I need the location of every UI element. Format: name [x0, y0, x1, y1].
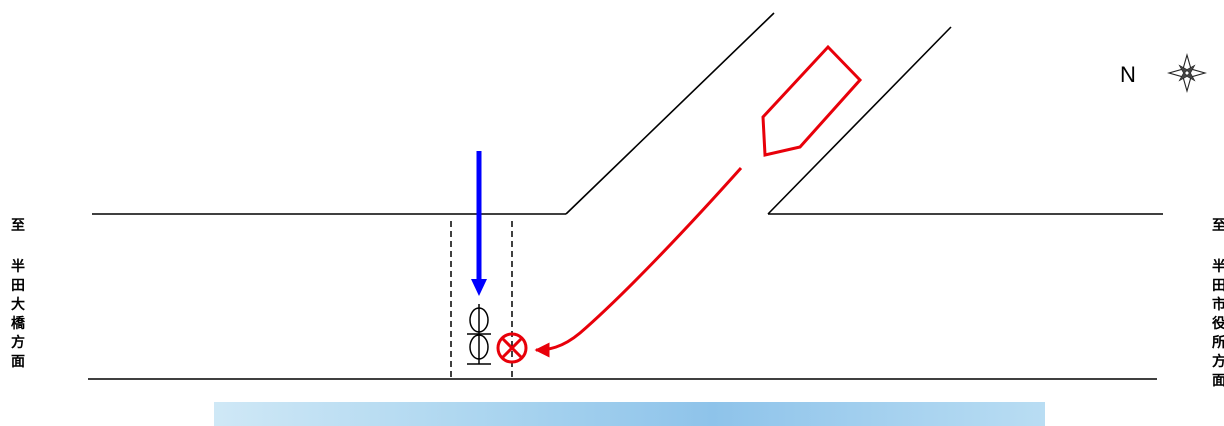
direction-char: 市: [1212, 297, 1224, 313]
direction-label-west: 至 半 田 大 橋 方 面: [5, 217, 31, 372]
road-photo-strip: [214, 402, 1045, 426]
side-road-edge-east: [767, 26, 952, 215]
compass-north-label: N: [1120, 62, 1136, 87]
pedestrian-path-arrow: [471, 151, 487, 296]
direction-char: 面: [1212, 373, 1224, 389]
vehicle-path-arrow: [534, 166, 743, 358]
bicycle-icon: [467, 304, 491, 365]
direction-to-label: 至: [11, 218, 25, 234]
side-road-edge-west: [565, 12, 775, 215]
direction-char: 橋: [11, 316, 25, 332]
collision-point-icon: [496, 332, 528, 364]
direction-label-east: 至 半 田 市 役 所 方 面: [1206, 217, 1224, 391]
vehicle-icon: [761, 44, 863, 157]
direction-char: 方: [1212, 354, 1224, 370]
direction-char: 半: [11, 259, 25, 275]
direction-char: 方: [11, 335, 25, 351]
direction-char: 面: [11, 354, 25, 370]
direction-char: 田: [1212, 278, 1224, 294]
direction-to-label: 至: [1212, 218, 1224, 234]
direction-char: 所: [1212, 335, 1224, 351]
direction-char: 田: [11, 278, 25, 294]
direction-char: 役: [1212, 316, 1224, 332]
direction-char: 半: [1212, 259, 1224, 275]
direction-char: 大: [11, 297, 25, 313]
compass-rose-icon: [1166, 52, 1208, 94]
